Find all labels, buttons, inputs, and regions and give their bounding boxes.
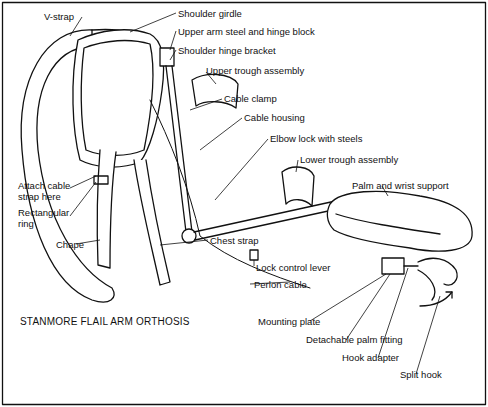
- part-label: Shoulder hinge bracket: [178, 45, 276, 56]
- part-label: Cable housing: [244, 112, 305, 123]
- arrow-head: [446, 292, 452, 298]
- lower-trough: [282, 167, 314, 206]
- perlon-cable: [150, 100, 310, 288]
- part-label: Mounting plate: [258, 316, 320, 327]
- part-label: Attach cable strap here: [18, 180, 74, 202]
- part-label: Lower trough assembly: [300, 154, 398, 165]
- part-label: Detachable palm fitting: [306, 334, 403, 345]
- part-label: Shoulder girdle: [178, 8, 242, 19]
- chape: [97, 150, 116, 268]
- lock-lever: [250, 250, 258, 260]
- palm-support: [327, 191, 472, 251]
- upper-arm-steel: [166, 66, 192, 232]
- lower-steel: [194, 200, 342, 240]
- part-label: Rectangular ring: [18, 207, 74, 229]
- shoulder-girdle: [73, 30, 164, 167]
- part-label: Chape: [56, 239, 84, 250]
- elbow-lock: [182, 229, 196, 243]
- part-label: Upper arm steel and hinge block: [178, 26, 315, 37]
- rectangular-ring: [94, 176, 108, 184]
- part-label: Palm and wrist support: [352, 180, 449, 191]
- palm-fitting: [382, 258, 404, 274]
- palm-seam: [336, 214, 440, 234]
- part-label: Perlon cable: [254, 279, 307, 290]
- rotation-arrow: [420, 292, 452, 306]
- frame: [3, 3, 486, 405]
- part-label: Cable clamp: [224, 93, 277, 104]
- chest-strap: [134, 160, 170, 285]
- hook-adapter: [404, 265, 418, 266]
- part-label: Lock control lever: [256, 262, 330, 273]
- figure-title: STANMORE FLAIL ARM ORTHOSIS: [20, 316, 190, 327]
- part-label: Chest strap: [210, 235, 259, 246]
- part-label: Split hook: [400, 369, 442, 380]
- girdle-pad: [81, 41, 153, 156]
- part-label: Hook adapter: [342, 352, 399, 363]
- part-label: Elbow lock with steels: [270, 133, 362, 144]
- part-label: Upper trough assembly: [206, 65, 304, 76]
- part-label: V-strap: [44, 11, 74, 22]
